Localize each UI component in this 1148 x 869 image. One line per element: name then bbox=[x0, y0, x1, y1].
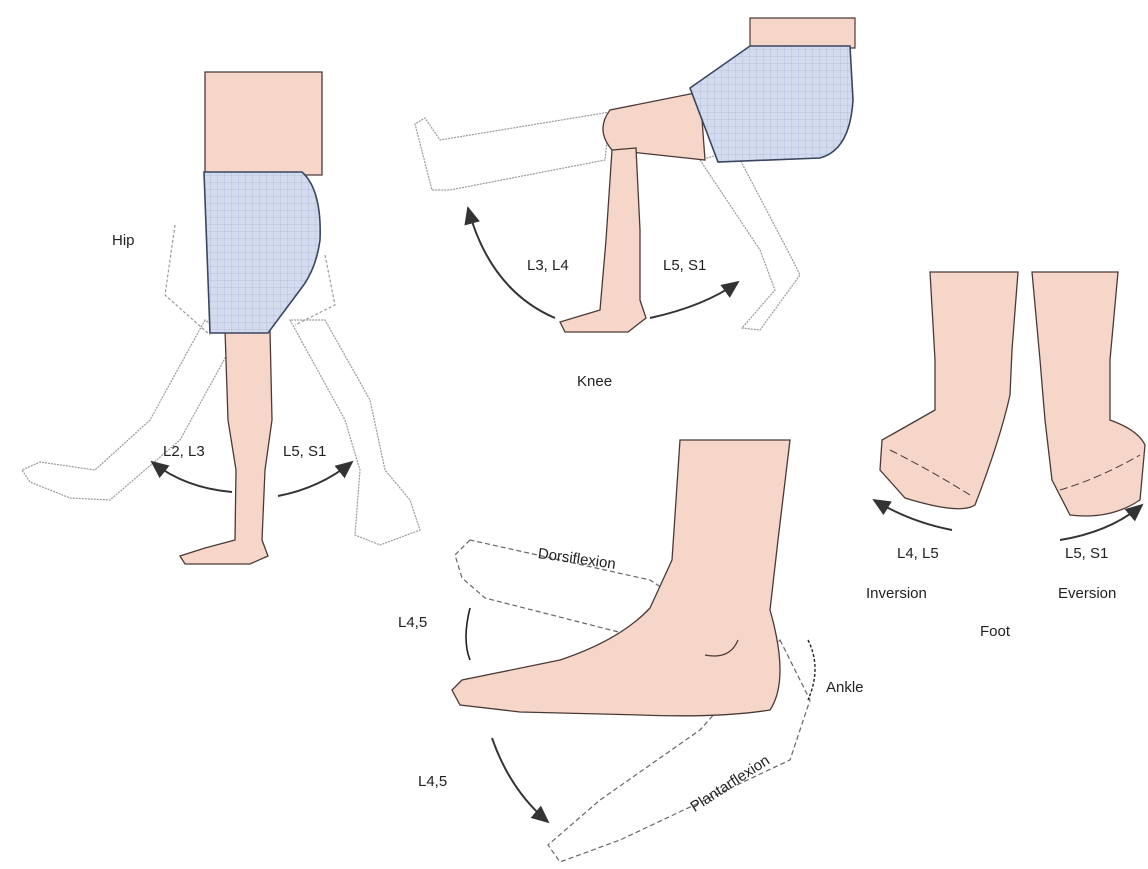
foot-title: Foot bbox=[980, 623, 1010, 640]
hip-title: Hip bbox=[112, 232, 135, 249]
ankle-figure bbox=[452, 440, 815, 862]
knee-ghost-lower-leg bbox=[415, 112, 610, 190]
knee-extension-roots: L3, L4 bbox=[527, 257, 569, 274]
ankle-joint-bracket bbox=[808, 640, 815, 700]
ankle-plantarflexion-arrow bbox=[492, 738, 548, 822]
foot-inversion-label: Inversion bbox=[866, 585, 927, 602]
ankle-foot bbox=[452, 440, 790, 716]
hip-extension-roots: L5, S1 bbox=[283, 443, 326, 460]
hip-torso bbox=[205, 72, 322, 175]
knee-flexion-roots: L5, S1 bbox=[663, 257, 706, 274]
knee-figure bbox=[415, 18, 855, 332]
hip-flexion-arrow bbox=[152, 462, 232, 492]
hip-figure bbox=[22, 72, 420, 564]
foot-inversion-roots: L4, L5 bbox=[897, 545, 939, 562]
ankle-dorsiflexion-roots: L4,5 bbox=[398, 614, 427, 631]
foot-inversion-foot bbox=[880, 272, 1018, 509]
foot-eversion-roots: L5, S1 bbox=[1065, 545, 1108, 562]
hip-flexion-roots: L2, L3 bbox=[163, 443, 205, 460]
ankle-title: Ankle bbox=[826, 679, 864, 696]
knee-flexion-arrow bbox=[650, 282, 738, 318]
hip-extension-arrow bbox=[278, 462, 352, 496]
hip-ghost-leg-back bbox=[290, 320, 420, 545]
knee-lower-leg bbox=[560, 148, 646, 332]
foot-figure bbox=[874, 272, 1145, 540]
knee-ghost-flexed-leg bbox=[700, 150, 800, 330]
foot-eversion-foot bbox=[1032, 272, 1145, 516]
ankle-dorsiflexion-bracket bbox=[466, 608, 470, 660]
ankle-plantarflexion-roots: L4,5 bbox=[418, 773, 447, 790]
knee-torso bbox=[750, 18, 855, 48]
hip-shorts bbox=[204, 172, 320, 333]
hip-ghost-leg-forward bbox=[22, 320, 235, 500]
foot-eversion-label: Eversion bbox=[1058, 585, 1116, 602]
knee-title: Knee bbox=[577, 373, 612, 390]
knee-shorts bbox=[690, 46, 853, 162]
